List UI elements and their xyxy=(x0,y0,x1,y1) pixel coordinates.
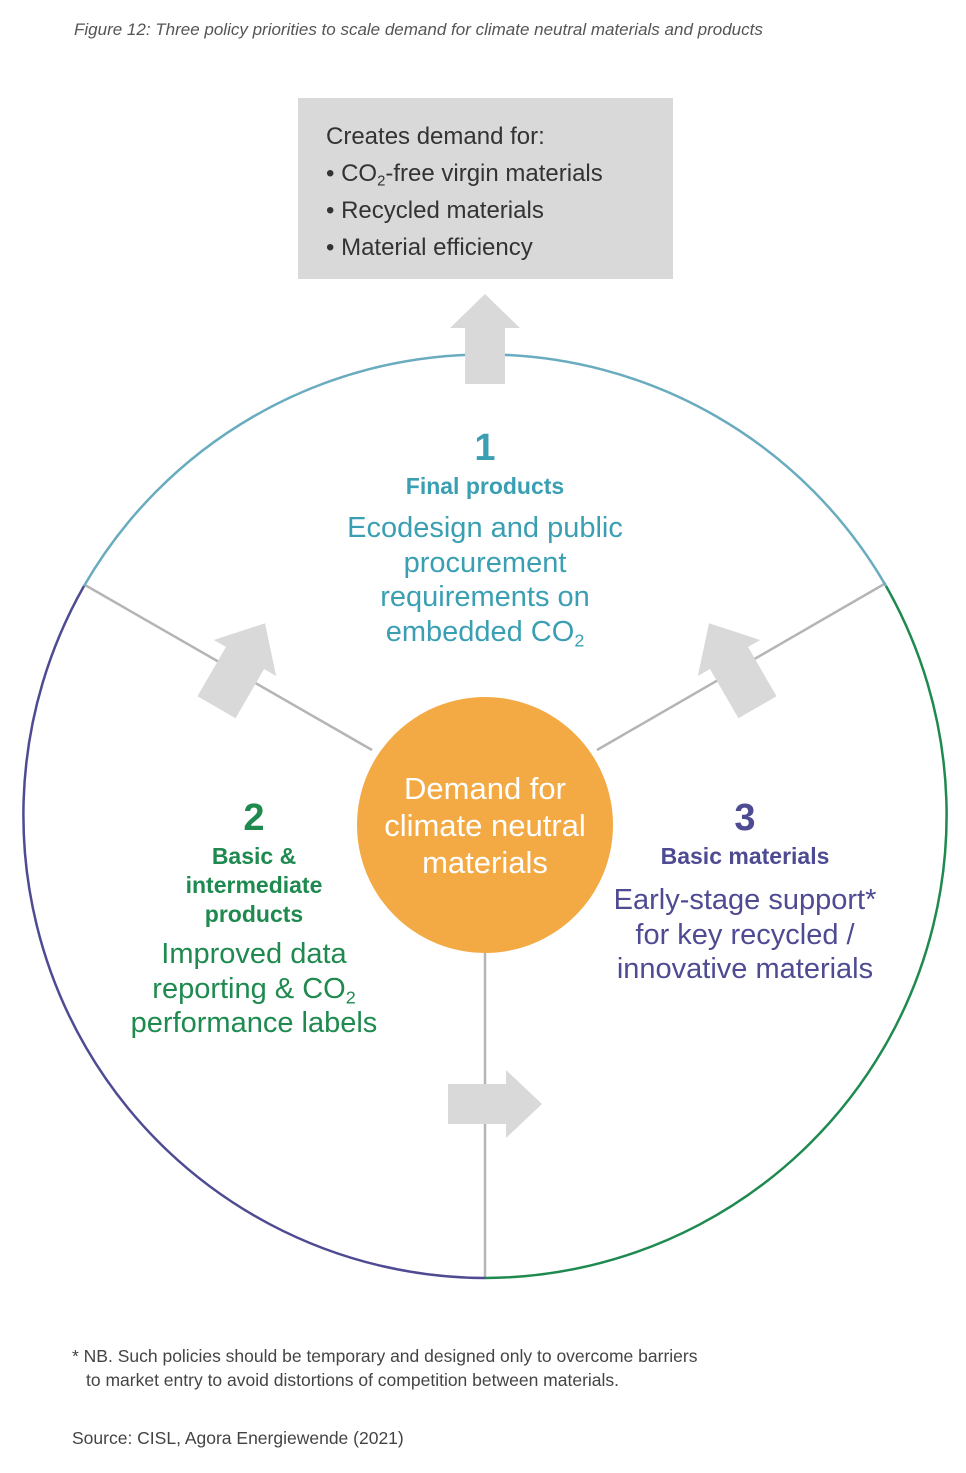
arrow-upper-right-icon xyxy=(697,623,777,719)
footnote: * NB. Such policies should be temporary … xyxy=(72,1344,872,1392)
footnote-line-2: to market entry to avoid distortions of … xyxy=(86,1370,620,1390)
arc-intermediate-products xyxy=(22,585,486,1280)
segment-2-description: Improved data reporting & CO2 performanc… xyxy=(130,938,378,1039)
segment-1-heading: Final products xyxy=(405,473,565,499)
segment-1-description: Ecodesign and public procurement require… xyxy=(347,512,623,650)
segment-3-description: Early-stage support* for key recycled / … xyxy=(613,884,877,985)
segment-3-heading: Basic materials xyxy=(660,843,830,869)
segment-3: 3 Basic materials Early-stage support* f… xyxy=(590,798,900,987)
figure-caption: Figure 12: Three policy priorities to sc… xyxy=(74,20,763,39)
segment-2-heading: Basic & intermediate products xyxy=(185,843,323,927)
central-hub: Demand for climate neutral materials xyxy=(357,697,613,953)
demand-box-heading: Creates demand for: xyxy=(326,123,545,150)
segment-2: 2 Basic & intermediate products Improved… xyxy=(104,798,404,1041)
arrow-up-icon xyxy=(450,294,520,384)
source-note: Source: CISL, Agora Energiewende (2021) xyxy=(72,1428,404,1448)
arrow-right-icon xyxy=(448,1070,542,1138)
segment-2-number: 2 xyxy=(243,797,265,839)
footnote-line-1: * NB. Such policies should be temporary … xyxy=(72,1346,698,1366)
arrow-upper-left-icon xyxy=(197,623,277,719)
demand-item-efficiency: Material efficiency xyxy=(326,229,673,266)
segment-1: 1 Final products Ecodesign and public pr… xyxy=(325,428,645,649)
demand-item-recycled: Recycled materials xyxy=(326,192,673,229)
hub-label: Demand for climate neutral materials xyxy=(384,770,586,880)
arc-basic-materials xyxy=(484,585,948,1280)
segment-1-number: 1 xyxy=(474,427,496,469)
demand-item-co2-free: CO2-free virgin materials xyxy=(326,155,673,192)
demand-box: Creates demand for: CO2-free virgin mate… xyxy=(298,98,673,279)
segment-3-number: 3 xyxy=(734,797,756,839)
